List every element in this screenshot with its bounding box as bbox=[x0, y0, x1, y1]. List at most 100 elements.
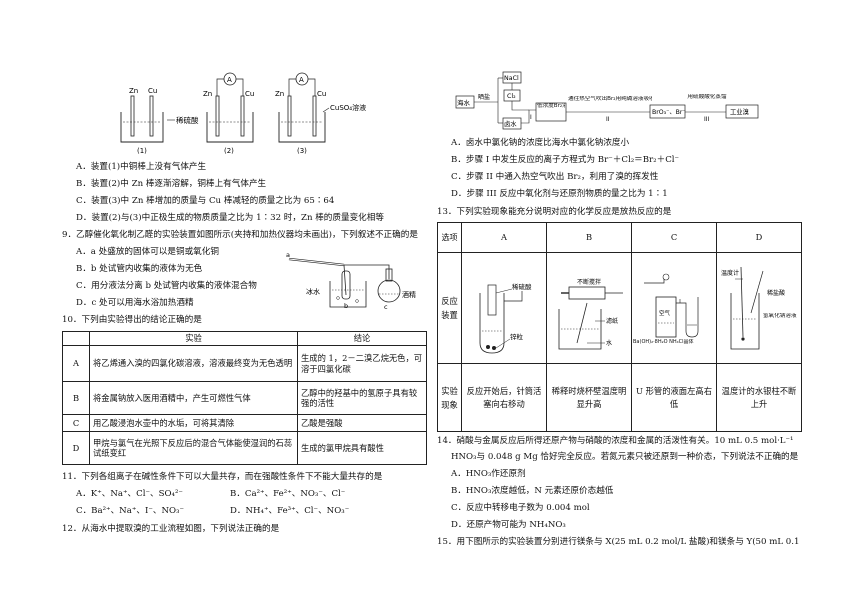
ice-water-label: 冰水 bbox=[306, 287, 320, 296]
q14-stem-line2: HNO₃与 0.048 g Mg 恰好完全反应。若氮元素只被还原到一种价态，下列… bbox=[451, 452, 799, 462]
cell-2: A Zn Cu (2) bbox=[203, 72, 254, 155]
q13-apparatus-a: 稀硫酸 锌粒 bbox=[461, 251, 547, 365]
q10-header-exp: 实验 bbox=[89, 331, 298, 346]
flow-salt: 晒盐 bbox=[478, 93, 490, 101]
bromine-extraction-flowchart: 海水 晒盐 NaCl Cl₂ 卤水 I 低浓度Br₂溶液 通往热空气吹出Br₂用… bbox=[455, 71, 759, 130]
cell1-zn-label: Zn bbox=[129, 87, 138, 95]
caption-2: (2) bbox=[224, 147, 234, 155]
row-exp: 将金属钠放入医用酒精中，产生可燃性气体 bbox=[89, 381, 298, 415]
q13-header-a: A bbox=[461, 222, 547, 253]
q12-option-d: D．步骤 III 反应中氧化剂与还原剂物质的量之比为 1∶1 bbox=[451, 189, 668, 199]
q15-stem: 15．用下图所示的实验装置分别进行镁条与 X(25 mL 0.2 mol/L 盐… bbox=[437, 537, 800, 547]
fig-naoh-label: 氢氧化钠溶液 bbox=[763, 313, 797, 319]
row-label: B bbox=[62, 381, 90, 415]
q9-option-d: D．c 处可以用海水浴加热酒精 bbox=[76, 298, 194, 308]
apparatus-a-figure: 稀硫酸 锌粒 bbox=[479, 282, 532, 354]
q13-phenomenon-b: 稀释时烧杯壁温度明显升高 bbox=[546, 363, 632, 433]
apparatus-b-figure: 不断搅拌 滤纸 水 bbox=[558, 278, 623, 350]
galvanic-cells-figure: Zn Cu (1) 稀硫酸 A Zn Cu (2) A Z bbox=[120, 72, 366, 155]
row-label: D bbox=[62, 431, 90, 465]
q13-phenomenon-c: U 形管的液面左高右低 bbox=[631, 363, 717, 433]
row-label: C bbox=[62, 414, 90, 432]
fig-acid-label: 稀硫酸 bbox=[512, 282, 532, 291]
flow-step1: I bbox=[530, 114, 532, 121]
ammeter-3: A bbox=[299, 76, 304, 84]
q8-option-a: A．装置(1)中铜棒上没有气体产生 bbox=[76, 162, 207, 172]
q13-row-phenomenon-label: 实验现象 bbox=[437, 363, 462, 433]
q13-apparatus-d: 温度计 稀盐酸 氢氧化钠溶液 bbox=[716, 251, 802, 365]
row-concl: 乙酸是强酸 bbox=[297, 414, 427, 432]
q8-option-d: D．装置(2)与(3)中正极生成的物质质量之比为 1∶32 时，Zn 棒的质量变… bbox=[76, 213, 384, 223]
ethanol-label: 酒精 bbox=[402, 290, 416, 299]
q13-header-b: B bbox=[546, 222, 632, 253]
fig-water-label: 水 bbox=[606, 339, 612, 347]
label-b: b bbox=[344, 302, 348, 310]
table-row: C 用乙酸浸泡水壶中的水垢，可将其清除 乙酸是强酸 bbox=[62, 414, 427, 432]
fig-nh4cl-label: NH₄Cl晶体 bbox=[669, 339, 694, 345]
q14-option-c: C．反应中转移电子数为 0.004 mol bbox=[451, 503, 590, 513]
row-concl: 生成的氯甲烷具有酸性 bbox=[297, 431, 427, 465]
q9-option-b: B．b 处试管内收集的液体为无色 bbox=[76, 264, 203, 274]
q9-stem: 9．乙醇催化氧化制乙醛的实验装置如图所示(夹持和加热仪器均未画出)，下列叙述不正… bbox=[62, 230, 418, 240]
row-concl: 乙醇中的羟基中的氢原子具有较强的活性 bbox=[297, 381, 427, 415]
caption-3: (3) bbox=[297, 147, 307, 155]
q8-option-b: B．装置(2)中 Zn 棒逐渐溶解，铜棒上有气体产生 bbox=[76, 179, 267, 189]
flow-step3-desc: 用硫酸酸化蒸馏 bbox=[687, 94, 727, 100]
q13-apparatus-b: 不断搅拌 滤纸 水 bbox=[546, 251, 632, 365]
flow-product: 工业溴 bbox=[730, 107, 750, 116]
cuso4-label: CuSO₄溶液 bbox=[330, 103, 366, 112]
q10-table: 实验 结论 A 将乙烯通入溴的四氯化碳溶液，溶液最终变为无色透明 生成的 1，2… bbox=[62, 331, 427, 465]
q11-option-a: A．K⁺、Na⁺、Cl⁻、SO₄²⁻ bbox=[76, 489, 183, 499]
row-exp: 甲烷与氯气在光照下反应后的混合气体能使湿润的石蕊试纸变红 bbox=[89, 431, 298, 465]
fig-ba-label: Ba(OH)₂·8H₂O bbox=[633, 339, 668, 345]
q13-phenomenon-d: 温度计的水银柱不断上升 bbox=[716, 363, 802, 433]
q8-option-c: C．装置(3)中 Zn 棒增加的质量与 Cu 棒减轻的质量之比为 65∶64 bbox=[76, 196, 335, 206]
q10-header-concl: 结论 bbox=[297, 331, 427, 346]
q10-stem: 10．下列由实验得出的结论正确的是 bbox=[62, 315, 202, 325]
fig-stir-label: 不断搅拌 bbox=[577, 278, 601, 286]
cell1-cu-label: Cu bbox=[148, 87, 157, 95]
fig-thermo-label: 温度计 bbox=[721, 269, 739, 277]
flow-seawater: 海水 bbox=[457, 98, 471, 107]
ammeter-2: A bbox=[227, 76, 232, 84]
q14-stem-line1: 14．硝酸与金属反应后所得还原产物与硝酸的浓度和金属的活泼性有关。10 mL 0… bbox=[437, 436, 794, 446]
row-concl: 生成的 1，2－二溴乙烷无色，可溶于四氯化碳 bbox=[297, 345, 427, 382]
q9-option-a: A．a 处盛放的固体可以是铜或氧化铜 bbox=[76, 247, 219, 257]
right-column: 海水 晒盐 NaCl Cl₂ 卤水 I 低浓度Br₂溶液 通往热空气吹出Br₂用… bbox=[437, 0, 802, 607]
row-exp: 用乙酸浸泡水壶中的水垢，可将其清除 bbox=[89, 414, 298, 432]
apparatus-c-figure: 空气 Ba(OH)₂·8H₂O NH₄Cl晶体 bbox=[633, 273, 699, 345]
cell-1: Zn Cu (1) bbox=[120, 87, 164, 155]
q13-phenomenon-a: 反应开始后，针筒活塞向右移动 bbox=[461, 363, 547, 433]
fig-zn-label: 锌粒 bbox=[510, 332, 524, 341]
table-row: D 甲烷与氯气在光照下反应后的混合气体能使湿润的石蕊试纸变红 生成的氯甲烷具有酸… bbox=[62, 431, 427, 465]
cell2-cu-label: Cu bbox=[245, 90, 254, 98]
flow-step2: II bbox=[606, 116, 610, 123]
row-label: A bbox=[62, 345, 90, 382]
table-row: B 将金属钠放入医用酒精中，产生可燃性气体 乙醇中的羟基中的氢原子具有较强的活性 bbox=[62, 381, 427, 415]
row-exp: 将乙烯通入溴的四氯化碳溶液，溶液最终变为无色透明 bbox=[89, 345, 298, 382]
flow-step2-desc: 通往热空气吹出Br₂用纯碱溶液吸收 bbox=[568, 96, 652, 102]
q11-stem: 11．下列各组离子在碱性条件下可以大量共存，而在强酸性条件下不能大量共存的是 bbox=[62, 472, 383, 482]
label-c: c bbox=[384, 303, 388, 310]
table-row: A 将乙烯通入溴的四氯化碳溶液，溶液最终变为无色透明 生成的 1，2－二溴乙烷无… bbox=[62, 345, 427, 382]
cell-3: A Zn Cu CuSO₄溶液 (3) bbox=[275, 72, 366, 155]
apparatus-d-figure: 温度计 稀盐酸 氢氧化钠溶液 bbox=[721, 266, 797, 350]
fig-paper-label: 滤纸 bbox=[606, 317, 618, 325]
q11-option-b: B．Ca²⁺、Fe²⁺、NO₃⁻、Cl⁻ bbox=[230, 489, 346, 499]
q13-row-apparatus-label: 反应装置 bbox=[437, 251, 462, 365]
q11-option-c: C．Ba²⁺、Na⁺、I⁻、NO₃⁻ bbox=[76, 506, 185, 516]
q14-option-a: A．HNO₃作还原剂 bbox=[451, 469, 526, 479]
cell2-zn-label: Zn bbox=[203, 90, 212, 98]
q13-apparatus-c: 空气 Ba(OH)₂·8H₂O NH₄Cl晶体 bbox=[631, 251, 717, 365]
q13-stem: 13．下列实验现象能充分说明对应的化学反应是放热反应的是 bbox=[437, 207, 672, 217]
flow-nacl: NaCl bbox=[504, 75, 519, 82]
cell3-zn-label: Zn bbox=[275, 90, 284, 98]
q12-option-b: B．步骤 I 中发生反应的离子方程式为 Br⁻＋Cl₂＝Br₂＋Cl⁻ bbox=[451, 155, 680, 165]
q12-option-a: A．卤水中氯化钠的浓度比海水中氯化钠浓度小 bbox=[451, 138, 630, 148]
q11-option-d: D．NH₄⁺、Fe³⁺、Cl⁻、NO₃⁻ bbox=[230, 506, 350, 516]
left-column: Zn Cu (1) 稀硫酸 A Zn Cu (2) A Z bbox=[62, 0, 427, 607]
flow-cl2: Cl₂ bbox=[507, 93, 516, 100]
flow-step3: III bbox=[704, 116, 710, 123]
cell3-cu-label: Cu bbox=[317, 90, 326, 98]
q9-option-c: C．用分液法分离 b 处试管内收集的液体混合物 bbox=[76, 281, 257, 291]
